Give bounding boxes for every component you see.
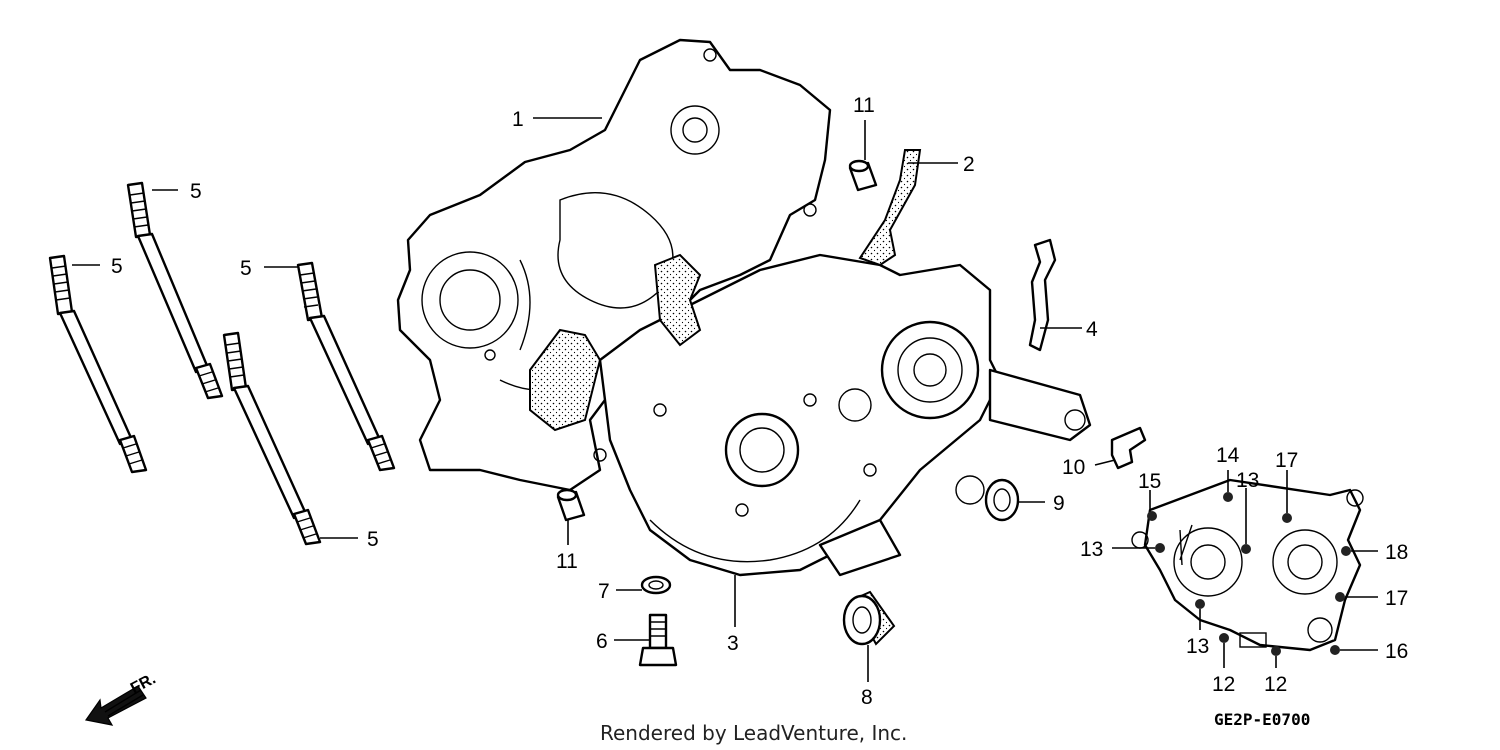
callout-13a: 13 — [1080, 538, 1103, 561]
callout-13b: 13 — [1236, 469, 1259, 492]
crankcase-gasket — [858, 149, 922, 267]
callout-10: 10 — [1062, 456, 1085, 479]
callout-11a: 11 — [853, 94, 875, 117]
left-crankcase — [396, 38, 832, 492]
callout-5b: 5 — [111, 255, 123, 278]
callout-12a: 12 — [1212, 673, 1235, 696]
stud-bolt — [126, 181, 224, 400]
callout-15: 15 — [1138, 470, 1161, 493]
stud-bolt — [222, 331, 322, 546]
callout-2: 2 — [963, 153, 975, 176]
callout-16: 16 — [1385, 640, 1408, 663]
cable-guide-clip — [1028, 238, 1057, 352]
credit-text: Rendered by LeadVenture, Inc. — [600, 721, 907, 745]
sealing-washer — [640, 575, 672, 595]
callout-6: 6 — [596, 630, 608, 653]
drain-bolt — [638, 613, 678, 667]
callout-3: 3 — [727, 632, 739, 655]
callout-5c: 5 — [240, 257, 252, 280]
callout-4: 4 — [1086, 318, 1098, 341]
callout-9: 9 — [1053, 492, 1065, 515]
callout-17a: 17 — [1275, 449, 1298, 472]
callout-12b: 12 — [1264, 673, 1287, 696]
callout-11b: 11 — [556, 550, 578, 573]
stud-bolt — [296, 261, 396, 472]
callout-5a: 5 — [190, 180, 202, 203]
crankcase-inner-view — [1131, 478, 1364, 656]
oil-seal-large — [842, 590, 896, 646]
callout-1: 1 — [512, 108, 524, 131]
dowel-pin — [848, 159, 878, 192]
callout-13c: 13 — [1186, 635, 1209, 658]
callout-8: 8 — [861, 686, 873, 709]
callout-14: 14 — [1216, 444, 1240, 467]
leader-lines — [72, 117, 1378, 682]
diagram-code: GE2P-E0700 — [1214, 710, 1310, 729]
dowel-pin — [556, 488, 586, 522]
oil-seal-small — [984, 478, 1020, 522]
right-crankcase — [598, 253, 1092, 577]
callout-7: 7 — [598, 580, 610, 603]
callout-18: 18 — [1385, 541, 1408, 564]
front-direction-arrow-icon: FR. — [84, 670, 159, 726]
clamp — [1110, 426, 1147, 470]
callout-5d: 5 — [367, 528, 379, 551]
callout-17b: 17 — [1385, 587, 1408, 610]
stud-bolt — [48, 254, 148, 474]
